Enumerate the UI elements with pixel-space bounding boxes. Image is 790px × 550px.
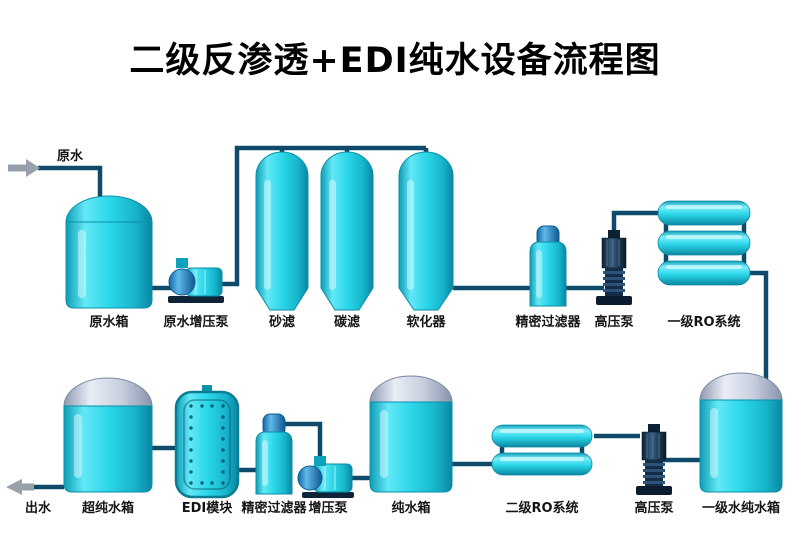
inlet-arrow (8, 159, 40, 177)
pure-water-tank-label: 纯水箱 (391, 500, 430, 516)
booster-pump-2-label: 增压泵 (308, 500, 347, 516)
ro-system-1 (657, 200, 751, 286)
raw-booster-pump (168, 258, 224, 303)
precision-filter-1 (529, 225, 567, 307)
ro-system-2-label: 二级RO系统 (505, 500, 578, 516)
carbon-filter-label: 碳滤 (334, 314, 360, 330)
carbon-filter-vessel (320, 151, 374, 311)
page-title: 二级反渗透+EDI纯水设备流程图 (129, 41, 660, 81)
high-pressure-pump-1 (596, 230, 632, 305)
outlet-label: 出水 (25, 500, 52, 516)
precision-filter-2-label: 精密过滤器 (241, 500, 307, 516)
hp-pump-2-label: 高压泵 (634, 500, 673, 516)
sand-filter-vessel (255, 151, 309, 311)
precision-filter-2 (255, 413, 293, 495)
stage1-pure-water-tank (699, 372, 783, 493)
booster-pump-2 (297, 456, 354, 498)
raw-booster-pump-label: 原水增压泵 (163, 314, 228, 330)
ro-system-2 (491, 424, 593, 476)
pure-water-tank (369, 375, 453, 493)
inlet-label: 原水 (57, 148, 84, 164)
hp-pump-1-label: 高压泵 (594, 314, 633, 330)
sand-filter-label: 砂滤 (268, 314, 295, 330)
stage1-tank-label: 一级水纯水箱 (702, 500, 780, 516)
raw-water-tank (65, 195, 153, 309)
softener-vessel (398, 151, 454, 311)
ro-system-1-label: 一级RO系统 (667, 314, 740, 330)
edi-module-label: EDI模块 (182, 500, 234, 516)
raw-tank-label: 原水箱 (89, 314, 128, 330)
softener-label: 软化器 (406, 314, 446, 330)
ultrapure-tank-label: 超纯水箱 (82, 500, 134, 516)
high-pressure-pump-2 (636, 424, 672, 495)
outlet-arrow (6, 479, 34, 495)
edi-module (174, 385, 240, 499)
ultrapure-water-tank (63, 377, 153, 493)
precision-filter-1-label: 精密过滤器 (515, 314, 581, 330)
